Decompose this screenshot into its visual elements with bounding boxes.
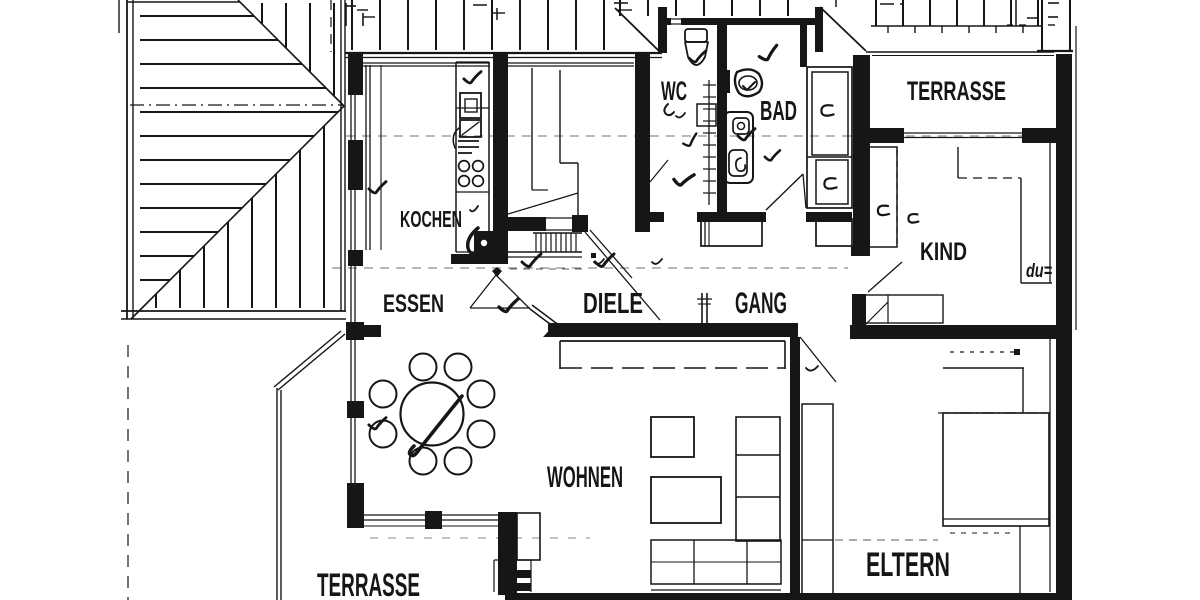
svg-text:du=: du= [1026, 261, 1052, 282]
svg-text:TERRASSE: TERRASSE [317, 567, 420, 600]
svg-text:KIND: KIND [920, 238, 967, 266]
svg-text:WC: WC [661, 76, 687, 106]
svg-text:KOCHEN: KOCHEN [400, 206, 462, 232]
svg-text:WOHNEN: WOHNEN [547, 461, 623, 494]
svg-text:BAD: BAD [760, 95, 797, 126]
svg-text:ELTERN: ELTERN [866, 546, 950, 584]
svg-text:DIELE: DIELE [583, 288, 643, 320]
svg-text:GANG: GANG [735, 287, 787, 320]
svg-text:TERRASSE: TERRASSE [907, 76, 1006, 106]
svg-text:ESSEN: ESSEN [383, 290, 444, 318]
